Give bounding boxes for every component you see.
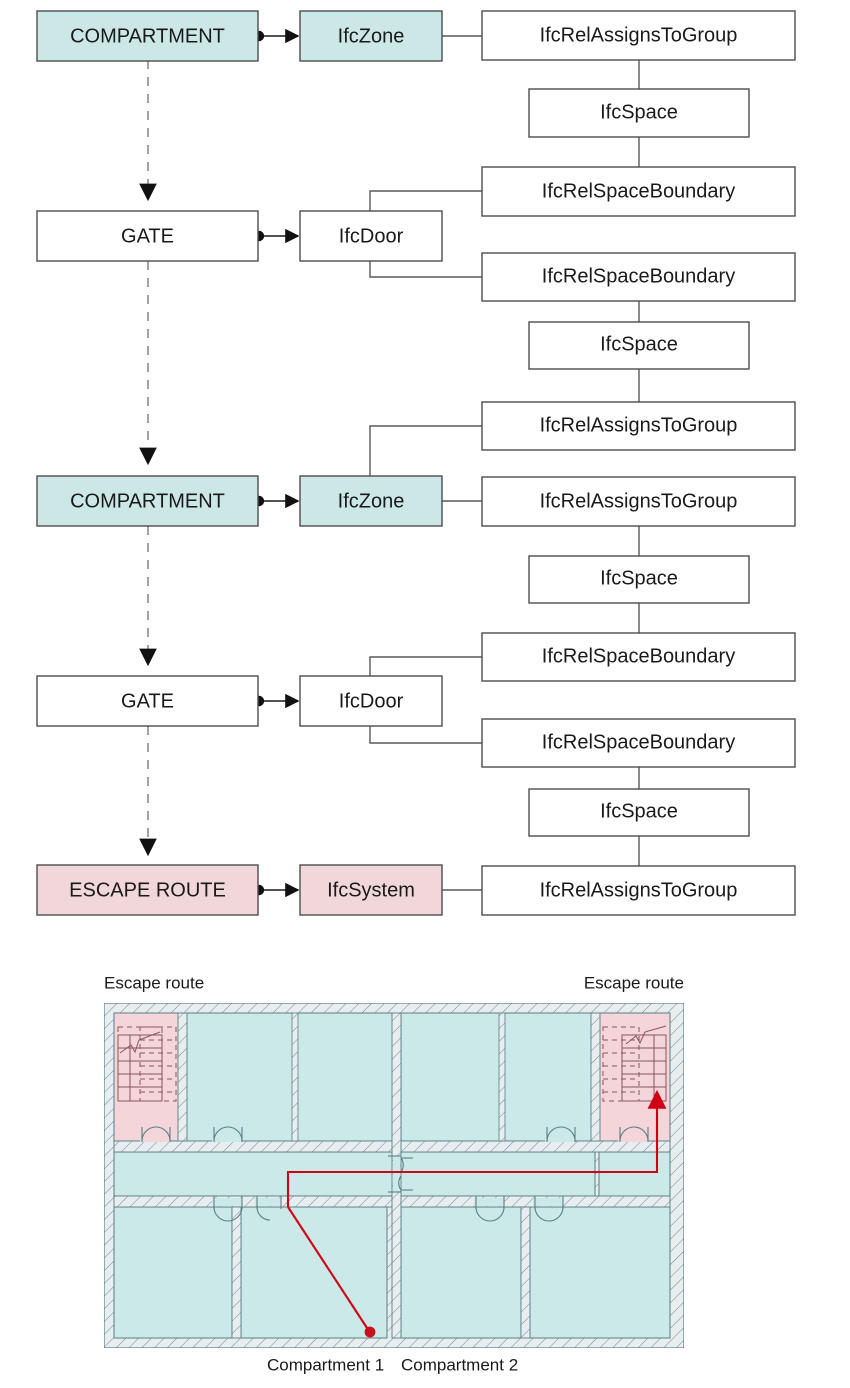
room-lower-1 xyxy=(113,1206,233,1339)
node-r7[interactable]: IfcRelAssignsToGroup xyxy=(481,476,796,527)
wall-upper-left-split xyxy=(291,1012,299,1142)
door-lower-right-2 xyxy=(533,1196,564,1222)
door-stair-right xyxy=(618,1126,649,1142)
node-r10[interactable]: IfcRelSpaceBoundary xyxy=(481,718,796,768)
room-upper-left-b xyxy=(296,1012,396,1142)
escape-route-label-right: Escape route xyxy=(584,973,684,992)
node-gate-2[interactable]: GATE xyxy=(36,675,259,727)
middle-column: IfcZone IfcDoor IfcZone IfcDoor IfcSyste… xyxy=(299,10,443,916)
node-label: IfcDoor xyxy=(339,225,404,247)
floorplan: Escape route Escape route xyxy=(104,973,684,1374)
room-upper-left-a xyxy=(185,1012,294,1142)
edge-door2-r10 xyxy=(369,726,482,744)
node-label: IfcRelSpaceBoundary xyxy=(542,645,735,667)
node-escape-route[interactable]: ESCAPE ROUTE xyxy=(36,864,259,916)
stairs-right xyxy=(602,1025,667,1102)
node-label: IfcZone xyxy=(338,25,405,47)
connector-compartment1-ifczone1 xyxy=(253,28,300,44)
left-column: COMPARTMENT GATE COMPARTMENT GATE ESCAPE… xyxy=(36,10,259,916)
connector-escaperoute-ifcsystem xyxy=(253,882,300,898)
escape-route-label-left: Escape route xyxy=(104,973,204,992)
node-label: IfcRelSpaceBoundary xyxy=(542,731,735,753)
node-r8[interactable]: IfcSpace xyxy=(528,555,750,604)
node-label: IfcRelAssignsToGroup xyxy=(540,414,738,436)
node-r4[interactable]: IfcRelSpaceBoundary xyxy=(481,252,796,302)
escape-route-path xyxy=(286,1089,667,1338)
node-label: IfcZone xyxy=(338,490,405,512)
node-label: IfcSpace xyxy=(600,333,678,355)
node-label: IfcRelSpaceBoundary xyxy=(542,265,735,287)
connector-compartment2-ifczone2 xyxy=(253,493,300,509)
stairwell-left xyxy=(113,1012,183,1142)
door-upper-right xyxy=(545,1126,576,1142)
door-stair-left xyxy=(140,1126,171,1142)
node-label: IfcRelAssignsToGroup xyxy=(540,24,738,46)
node-r9[interactable]: IfcRelSpaceBoundary xyxy=(481,632,796,682)
room-lower-2 xyxy=(240,1206,388,1339)
edge-zone2-r6 xyxy=(369,425,482,477)
wall-upper-right-split xyxy=(498,1012,506,1142)
escape-route-origin-dot xyxy=(364,1326,376,1338)
node-label: IfcSpace xyxy=(600,800,678,822)
node-label: ESCAPE ROUTE xyxy=(69,879,226,901)
node-label: IfcSpace xyxy=(600,567,678,589)
node-r6[interactable]: IfcRelAssignsToGroup xyxy=(481,401,796,451)
compartment-2-label: Compartment 2 xyxy=(401,1355,518,1374)
node-label: IfcRelAssignsToGroup xyxy=(540,879,738,901)
room-upper-right-a xyxy=(400,1012,501,1142)
door-lower-left-2 xyxy=(255,1196,282,1221)
node-ifczone-1[interactable]: IfcZone xyxy=(299,10,443,62)
node-r5[interactable]: IfcSpace xyxy=(528,321,750,370)
door-upper-left xyxy=(212,1126,243,1142)
room-lower-3 xyxy=(400,1206,522,1339)
corridor-left xyxy=(113,1151,596,1197)
node-r2[interactable]: IfcSpace xyxy=(528,88,750,138)
node-label: IfcRelAssignsToGroup xyxy=(540,490,738,512)
stairs-left xyxy=(117,1026,177,1102)
plan-body xyxy=(104,1003,684,1348)
wall-lower-split-2 xyxy=(520,1206,531,1339)
node-label: IfcRelSpaceBoundary xyxy=(542,180,735,202)
node-compartment-1[interactable]: COMPARTMENT xyxy=(36,10,259,62)
node-compartment-2[interactable]: COMPARTMENT xyxy=(36,475,259,527)
node-r11[interactable]: IfcSpace xyxy=(528,788,750,837)
door-lower-right-1 xyxy=(474,1196,505,1222)
node-label: COMPARTMENT xyxy=(70,490,225,512)
wall-stair-left xyxy=(177,1012,188,1142)
connector-gate2-ifcdoor2 xyxy=(253,693,300,709)
node-r3[interactable]: IfcRelSpaceBoundary xyxy=(481,166,796,217)
connector-gate1-ifcdoor1 xyxy=(253,228,300,244)
node-label: COMPARTMENT xyxy=(70,25,225,47)
edge-door1-r3 xyxy=(369,190,482,211)
compartment-1-label: Compartment 1 xyxy=(267,1355,384,1374)
corridor-right xyxy=(598,1151,671,1197)
right-column: IfcRelAssignsToGroup IfcSpace IfcRelSpac… xyxy=(481,10,796,916)
node-label: IfcSpace xyxy=(600,101,678,123)
edge-door1-r4 xyxy=(369,261,482,278)
node-r12[interactable]: IfcRelAssignsToGroup xyxy=(481,865,796,916)
node-label: GATE xyxy=(121,690,174,712)
node-ifcsystem[interactable]: IfcSystem xyxy=(299,864,443,916)
node-r1[interactable]: IfcRelAssignsToGroup xyxy=(481,10,796,61)
room-lower-4 xyxy=(529,1206,671,1339)
edge-door2-r9 xyxy=(369,656,482,677)
stairwell-right xyxy=(598,1012,671,1142)
node-label: GATE xyxy=(121,225,174,247)
wall-lower-split-1 xyxy=(231,1206,242,1339)
node-ifcdoor-1[interactable]: IfcDoor xyxy=(299,210,443,262)
wall-stair-right xyxy=(590,1012,601,1142)
node-ifcdoor-2[interactable]: IfcDoor xyxy=(299,675,443,727)
door-lower-left-1 xyxy=(212,1196,243,1222)
node-gate-1[interactable]: GATE xyxy=(36,210,259,262)
node-ifczone-2[interactable]: IfcZone xyxy=(299,475,443,527)
node-label: IfcDoor xyxy=(339,690,404,712)
room-upper-right-b xyxy=(503,1012,596,1142)
node-label: IfcSystem xyxy=(327,879,415,901)
